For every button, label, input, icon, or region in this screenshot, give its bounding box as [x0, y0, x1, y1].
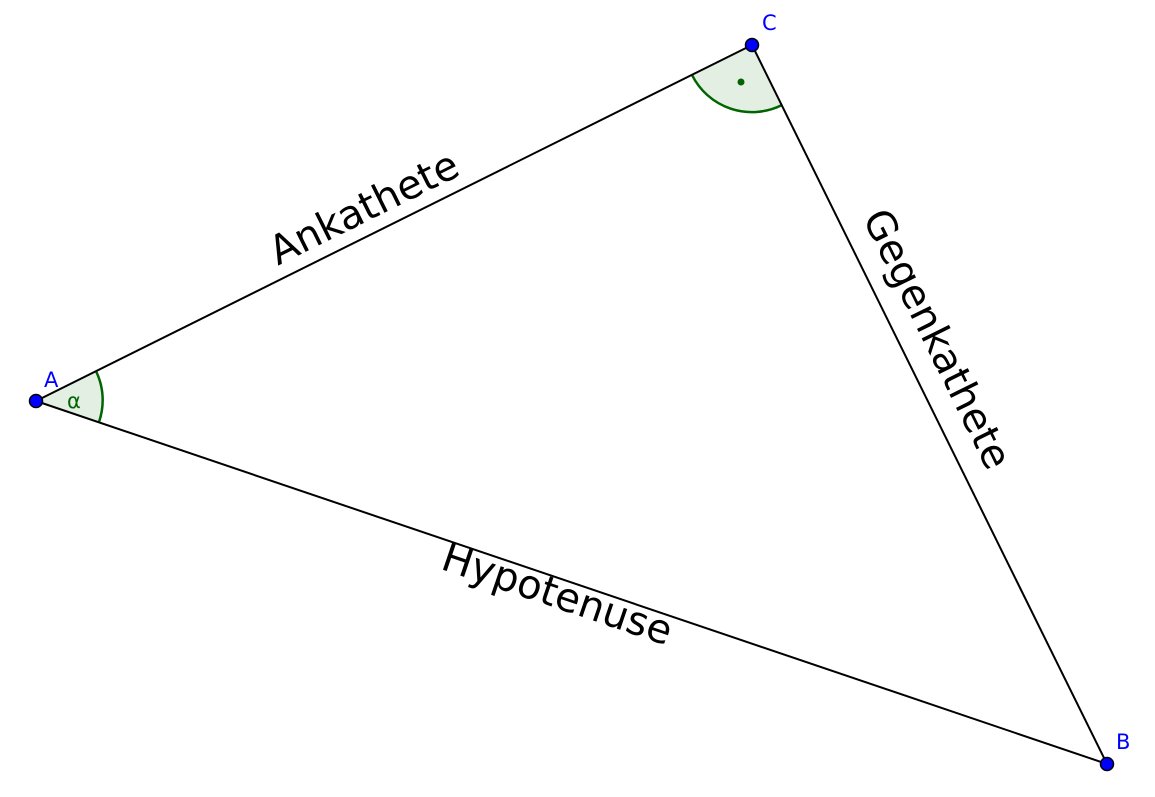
label-hypotenuse: Hypotenuse	[436, 534, 678, 655]
label-point-c: C	[762, 11, 777, 35]
right-angle-dot	[737, 78, 745, 86]
label-alpha: α	[67, 389, 81, 413]
side-ac[interactable]	[35, 44, 753, 402]
angle-alpha-arc	[94, 370, 104, 423]
label-point-b: B	[1116, 730, 1130, 754]
angle-alpha-sector	[36, 371, 103, 422]
angle-c-arc	[690, 74, 783, 114]
point-b[interactable]	[1099, 756, 1115, 772]
point-a[interactable]	[28, 393, 44, 409]
side-ab[interactable]	[35, 400, 1108, 765]
label-ankathete: Ankathete	[262, 142, 467, 275]
point-c[interactable]	[744, 37, 760, 53]
label-point-a: A	[44, 368, 59, 392]
label-gegenkathete: Gegenkathete	[853, 202, 1020, 477]
side-cb[interactable]	[751, 44, 1108, 765]
